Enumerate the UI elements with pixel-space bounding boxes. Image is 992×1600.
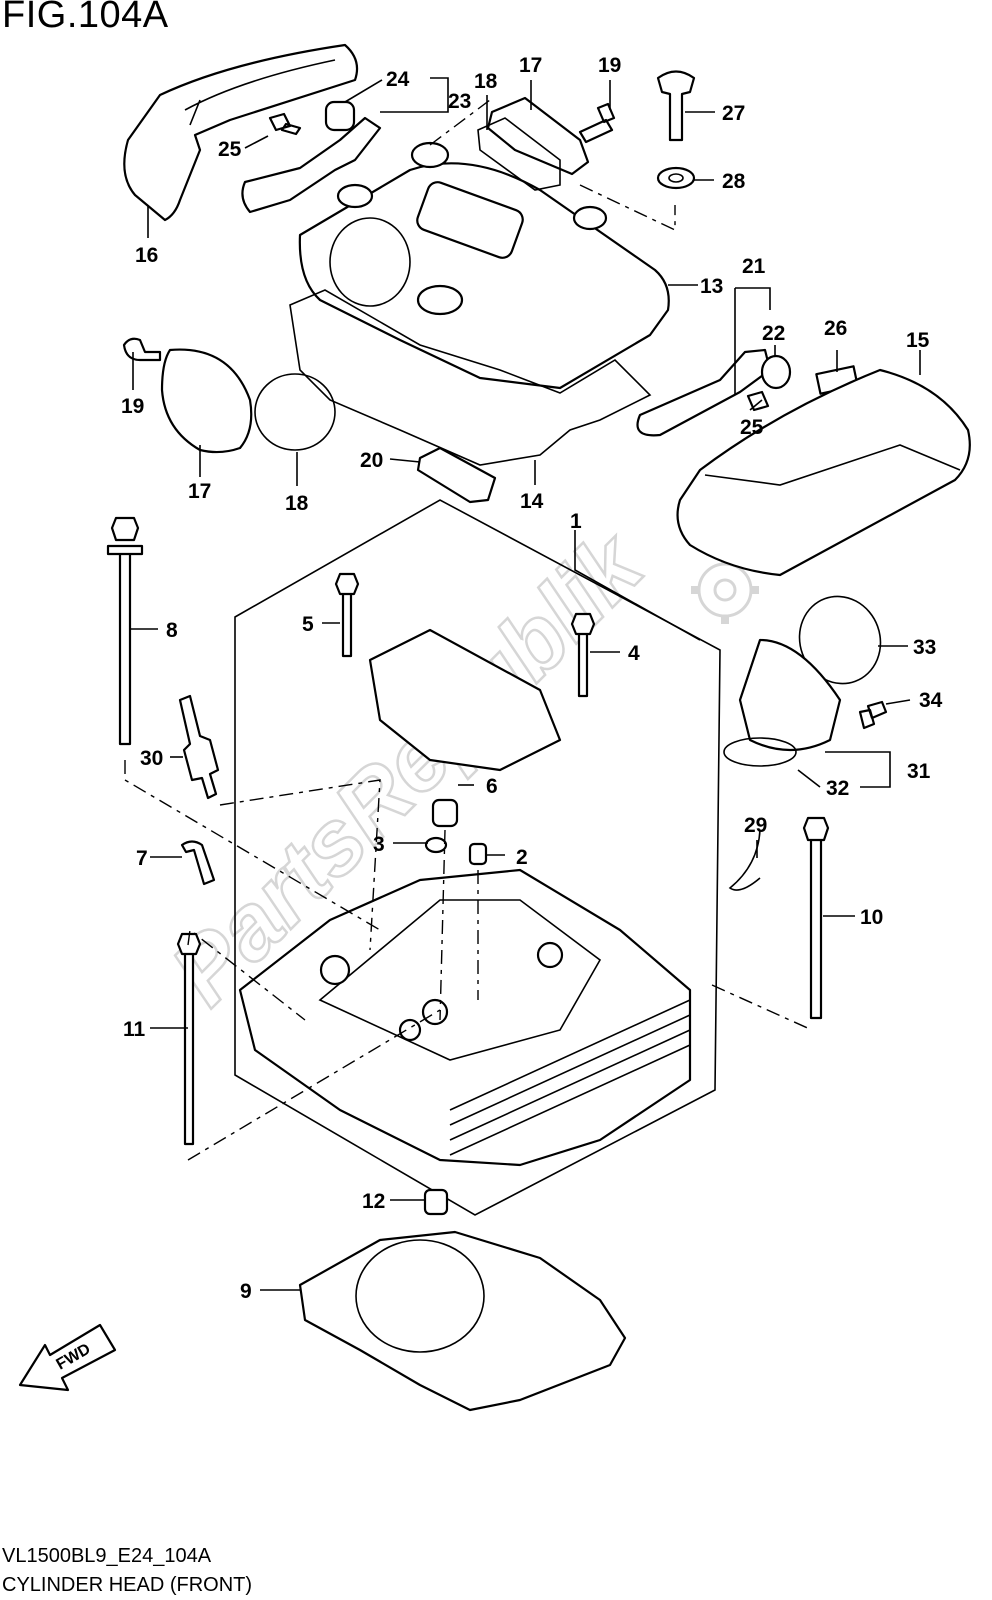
screw-34[interactable] (858, 700, 888, 730)
intake-pipe-31[interactable] (738, 638, 842, 752)
dowel-12[interactable] (423, 1188, 449, 1216)
gasket-18-top[interactable] (477, 117, 561, 191)
callout-32: 32 (826, 777, 849, 800)
dowel-6[interactable] (431, 798, 459, 828)
callout-30: 30 (140, 747, 163, 770)
callout-6: 6 (486, 775, 498, 798)
callout-24: 24 (386, 68, 410, 91)
callout-13: 13 (700, 275, 723, 298)
callout-3: 3 (373, 833, 385, 856)
figure-caption: CYLINDER HEAD (FRONT) (2, 1574, 253, 1596)
bracket-23[interactable] (241, 116, 382, 214)
o-ring-3[interactable] (424, 836, 448, 854)
callout-10: 10 (860, 906, 883, 929)
callout-12: 12 (362, 1190, 385, 1213)
callout-17-top: 17 (519, 54, 542, 77)
callout-33: 33 (913, 636, 936, 659)
grommet-24[interactable] (324, 100, 356, 132)
callout-4: 4 (628, 642, 640, 665)
cover-gasket-14[interactable] (289, 289, 652, 466)
callout-22: 22 (762, 322, 785, 345)
bracket-21[interactable] (636, 348, 772, 437)
fwd-arrow-icon: FWD (18, 1323, 117, 1392)
callout-27: 27 (722, 102, 745, 125)
model-code: VL1500BL9_E24_104A (2, 1545, 212, 1567)
leader-lines (130, 77, 921, 1291)
callout-18-top: 18 (474, 70, 498, 93)
callout-31: 31 (907, 760, 931, 783)
callout-2: 2 (516, 846, 528, 869)
callout-19-top: 19 (598, 54, 621, 77)
callout-26: 26 (824, 317, 847, 340)
callout-7: 7 (136, 847, 148, 870)
callout-25-left: 25 (218, 138, 242, 161)
o-ring-18-left[interactable] (254, 373, 336, 451)
head-box-outline (234, 499, 721, 1216)
o-ring-32[interactable] (723, 737, 797, 767)
gear-icon (691, 556, 759, 624)
callout-9: 9 (240, 1280, 252, 1303)
bolt-19-top[interactable] (578, 102, 616, 144)
callout-25-right: 25 (740, 416, 764, 439)
bolt-27[interactable] (656, 70, 696, 142)
callout-34: 34 (919, 689, 943, 712)
side-cover-15[interactable] (676, 368, 971, 577)
bolt-25-right[interactable] (746, 390, 770, 412)
bolt-4[interactable] (570, 612, 596, 698)
callout-15: 15 (906, 329, 930, 352)
bolt-8[interactable] (106, 516, 144, 746)
cover-port (416, 181, 524, 259)
callout-1: 1 (570, 510, 582, 533)
side-cover-16[interactable] (123, 43, 359, 222)
callout-17-left: 17 (188, 480, 211, 503)
callout-14: 14 (520, 490, 544, 513)
guide-7[interactable] (180, 840, 216, 886)
gasket-20[interactable] (416, 446, 497, 504)
clip-29[interactable] (728, 829, 761, 891)
callout-20: 20 (360, 449, 383, 472)
holder-block[interactable] (368, 628, 562, 772)
callout-11: 11 (123, 1018, 146, 1041)
cap-17-left[interactable] (160, 348, 253, 454)
callout-28: 28 (722, 170, 746, 193)
callout-18-left: 18 (285, 492, 309, 515)
spark-plug-30[interactable] (178, 694, 220, 800)
dowel-2[interactable] (468, 842, 488, 866)
cover-boss-top (410, 141, 450, 169)
bolt-5[interactable] (334, 572, 360, 658)
cover-boss (416, 284, 464, 316)
grommet-22[interactable] (760, 354, 792, 390)
callout-5: 5 (302, 613, 314, 636)
cover-boss-left (336, 183, 374, 209)
washer-28[interactable] (656, 166, 696, 190)
bolt-19-left[interactable] (122, 337, 162, 362)
figure-title: FIG.104A (2, 0, 169, 36)
bolt-25-left[interactable] (268, 112, 302, 136)
clamp-33[interactable] (787, 585, 892, 695)
callout-21: 21 (742, 255, 766, 278)
bolt-10[interactable] (802, 816, 830, 1020)
callout-29: 29 (744, 814, 767, 837)
callout-23: 23 (448, 90, 471, 113)
cover-boss-right (572, 205, 608, 231)
cap-17-top[interactable] (486, 96, 590, 176)
head-gasket-9[interactable] (298, 1230, 627, 1412)
callout-16: 16 (135, 244, 158, 267)
callout-8: 8 (166, 619, 178, 642)
callout-19-left: 19 (121, 395, 144, 418)
